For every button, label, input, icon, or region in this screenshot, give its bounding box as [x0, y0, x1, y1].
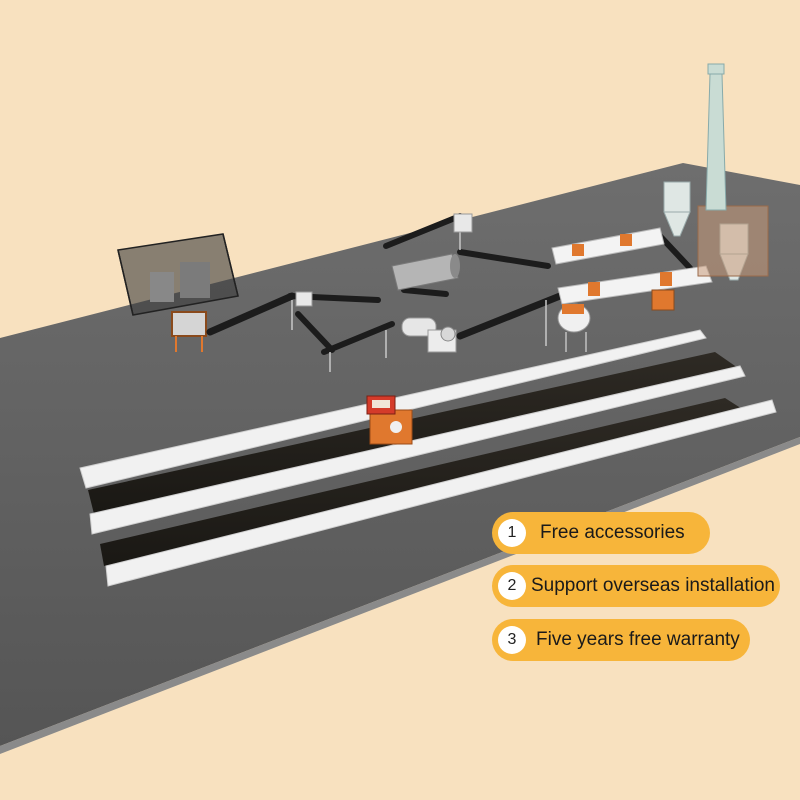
- trench-1: [88, 352, 738, 514]
- feature-badge-2: 2 Support overseas installation: [492, 565, 780, 607]
- cyclone-dust-collectors: [663, 181, 769, 281]
- feature-number-2: 2: [498, 572, 526, 600]
- feature-text-2: Support overseas installation: [531, 575, 775, 596]
- feature-text-3: Five years free warranty: [536, 629, 740, 650]
- feature-badge-3: 3 Five years free warranty: [492, 619, 750, 661]
- control-house: [117, 233, 239, 316]
- drum-screener: [391, 253, 460, 291]
- small-hoppers: [295, 213, 675, 311]
- feature-number-3: 3: [498, 626, 526, 654]
- feature-badge-1: 1 Free accessories: [492, 512, 710, 554]
- feature-text-1: Free accessories: [540, 522, 685, 543]
- rotary-dryers: [551, 227, 713, 305]
- wall-3: [105, 399, 777, 587]
- chimney: [705, 63, 727, 211]
- mixer-machines: [401, 317, 457, 353]
- wall-2: [89, 365, 746, 535]
- compost-turner: [366, 395, 413, 445]
- trench-2: [100, 398, 750, 566]
- conveyor-supports: [291, 220, 547, 372]
- coating-machine: [557, 303, 591, 352]
- feature-number-1: 1: [498, 519, 526, 547]
- feeder-hopper: [171, 311, 207, 352]
